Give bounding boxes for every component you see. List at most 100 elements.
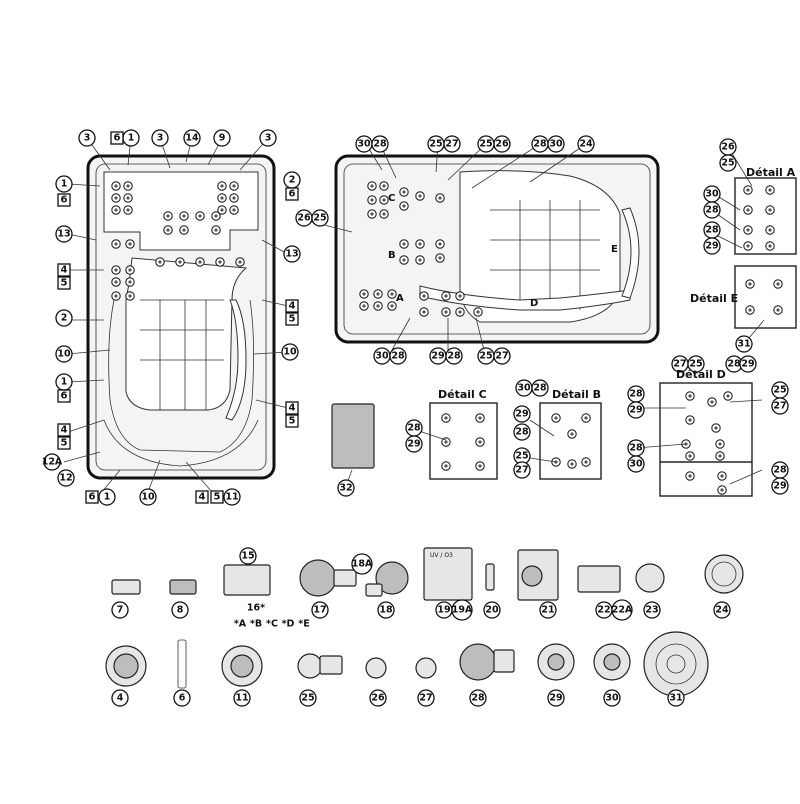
jet-nozzle-icon (688, 418, 692, 422)
jet-nozzle-icon (214, 214, 218, 218)
leader-line (529, 457, 557, 463)
callout-number: 17 (313, 605, 326, 616)
callout-number: 26 (495, 139, 509, 150)
jet-nozzle-icon (362, 304, 366, 308)
detail-d-panel (659, 382, 753, 497)
callout-number: 23 (645, 605, 658, 616)
jet-nozzle-icon (402, 258, 406, 262)
callout-number: 12A (42, 457, 63, 468)
jet-nozzle-icon (570, 432, 574, 436)
jet-nozzle-icon (128, 280, 132, 284)
callout-circle (239, 547, 257, 565)
callout-number: 21 (541, 605, 554, 616)
callout-circle (417, 689, 435, 707)
callout-circle (111, 689, 129, 707)
jet-nozzle-icon (232, 208, 236, 212)
callout-circle (183, 129, 201, 147)
large-jet-body-icon (493, 649, 515, 673)
jet-nozzle-icon (776, 282, 780, 286)
callout-circle (469, 689, 487, 707)
callout-number: 28 (391, 351, 405, 362)
callout-number: 30 (517, 383, 531, 394)
jet-nozzle-icon (768, 244, 772, 248)
callout-number: 26 (371, 693, 385, 704)
callout-number: 13 (285, 249, 298, 260)
callout-number: 4 (61, 425, 68, 436)
callout-number: 30 (549, 139, 563, 150)
callout-circle (311, 209, 329, 227)
callout-number: 27 (515, 465, 528, 476)
callout-number: 4 (199, 492, 206, 503)
callout-circle (719, 154, 737, 172)
jet-nozzle-icon (478, 464, 482, 468)
leader-line (261, 239, 289, 255)
callout-number: 28 (533, 383, 547, 394)
callout-circle (547, 135, 565, 153)
jet-nozzle-icon (444, 464, 448, 468)
leader-line (729, 399, 763, 403)
connector-block-icon (111, 579, 141, 595)
callout-circle (171, 601, 189, 619)
callout-number: 5 (289, 416, 296, 427)
detail-e-title: Détail E (690, 292, 738, 305)
callout-square (85, 490, 99, 504)
large-jet-icon (459, 643, 497, 681)
callout-number: 28 (447, 351, 461, 362)
callout-number: 19 (437, 605, 450, 616)
callout-number: 30 (375, 351, 389, 362)
jet-nozzle-icon (478, 416, 482, 420)
callout-circle (513, 461, 531, 479)
jet-nozzle-icon (714, 426, 718, 430)
callout-number: 29 (549, 693, 562, 704)
callout-number: 26 (721, 142, 735, 153)
callout-square (57, 193, 71, 207)
callout-circle (78, 129, 96, 147)
callout-number: 9 (219, 133, 226, 144)
callout-number: 29 (741, 359, 754, 370)
jet-nozzle-icon (748, 308, 752, 312)
callout-number: 29 (407, 439, 420, 450)
valve-face-icon (230, 654, 254, 678)
leader-line (713, 233, 743, 249)
detail-d-title: Détail D (676, 368, 726, 381)
callout-circle (371, 135, 389, 153)
callout-number: 3 (265, 133, 272, 144)
callout-number: 5 (214, 492, 221, 503)
jet-nozzle-icon (218, 260, 222, 264)
zone-letter-a: A (396, 293, 404, 304)
jet-nozzle-icon (402, 242, 406, 246)
jet-nozzle-icon (166, 214, 170, 218)
leader-line (63, 451, 101, 463)
callout-circle (55, 345, 73, 363)
callout-number: 28 (727, 359, 741, 370)
callout-number: 4 (289, 301, 296, 312)
jet-nozzle-icon (370, 184, 374, 188)
callout-number: 5 (289, 314, 296, 325)
callout-number: 30 (705, 189, 719, 200)
callout-number: 25 (689, 359, 702, 370)
jet-nozzle-icon (376, 304, 380, 308)
callout-circle (771, 477, 789, 495)
callout-number: 30 (629, 459, 643, 470)
detail-a-title: Détail A (746, 166, 796, 179)
jet-nozzle-icon (232, 196, 236, 200)
callout-circle (139, 488, 157, 506)
jet-nozzle-icon (158, 260, 162, 264)
jet-nozzle-icon (746, 228, 750, 232)
pump-motor-icon (299, 559, 337, 597)
variant-label: *D (282, 619, 295, 630)
callout-circle (445, 347, 463, 365)
jet-nozzle-icon (178, 260, 182, 264)
jet-nozzle-icon (114, 280, 118, 284)
callout-number: 18A (352, 559, 373, 570)
zone-letter-d: D (530, 298, 538, 309)
callout-circle (493, 347, 511, 365)
callout-number: 11 (225, 492, 238, 503)
callout-number: 18 (379, 605, 393, 616)
callout-number: 1 (128, 133, 135, 144)
jet-nozzle-icon (438, 196, 442, 200)
mini-jet-icon (365, 657, 387, 679)
